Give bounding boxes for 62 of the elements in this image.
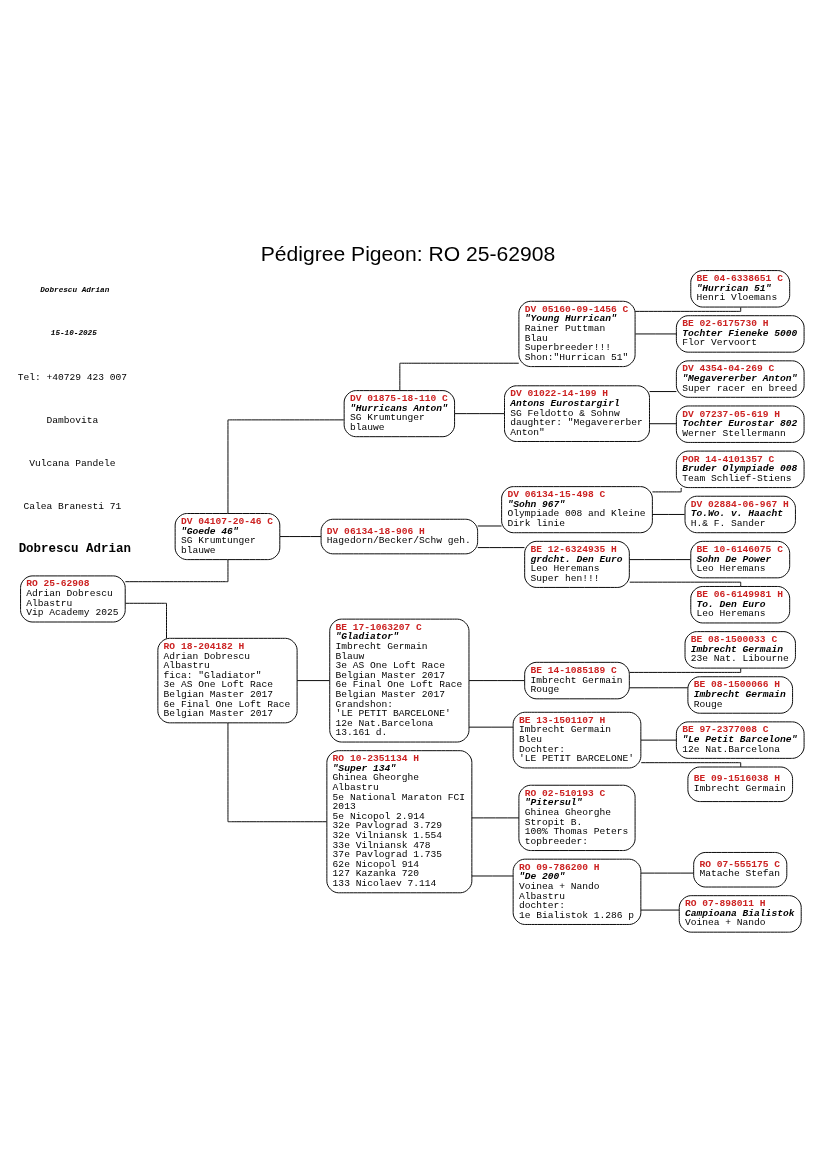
connector xyxy=(477,525,503,527)
node-box: RO 07-555175 C Matache Stefan xyxy=(693,852,788,888)
node-box: DV 4354-04-269 C "Megavererber Anton" Super racer en breed xyxy=(675,360,805,398)
node-box: DV 07237-05-619 H Tochter Eurostar 802 Werner Stellermann xyxy=(675,405,805,443)
node-box: DV 06134-18-906 H Hagedorn/Becker/Schw geh. xyxy=(320,518,479,555)
node-box: RO 10-2351134 H "Super 134" Ghinea Gheorghe Albastru 5e National Maraton FCI 2013 5e Nicopol 2.914 32e Pavlograd 3.729 32e Vilniansk 1.554 33e Vilniansk 478 37e Pavlograd 1.735 62e Nicopol 914 127 Kazanka 720 133 Nicolaev 7.114 xyxy=(326,750,473,894)
node-box: BE 12-6324935 H grdcht. Den Euro Leo Heremans Super hen!!! xyxy=(524,540,630,588)
node-box: RO 09-786200 H "De 200" Voinea + Nando Albastru dochter: 1e Bialistok 1.286 p xyxy=(512,858,642,925)
connector xyxy=(471,817,520,819)
node-box: BE 04-6338651 C "Hurrican 51" Henri Vloemans xyxy=(690,270,791,308)
label: Dobrescu Adrian xyxy=(18,542,131,557)
connector xyxy=(640,762,742,768)
label: Tel: +40729 423 007 xyxy=(17,371,128,383)
connector xyxy=(629,687,689,689)
connector xyxy=(629,668,742,673)
connector xyxy=(477,547,525,549)
connector xyxy=(640,909,680,911)
node-box: BE 17-1063207 C "Gladiator" Imbrecht Germain Blauw 3e AS One Loft Race Belgian Master 2017 6e Final One Loft Race Belgian Master 2017 Grandshon: 'LE PETIT BARCELONE' 12e Nat.Barcelona 13.161 d. xyxy=(329,618,470,743)
connector xyxy=(634,306,742,312)
connector xyxy=(635,333,677,335)
connector xyxy=(124,559,229,583)
node-box: BE 09-1516038 H Imbrecht Germain xyxy=(687,766,794,803)
node-box: POR 14-4101357 C Bruder Olympiade 008 Team Schlief-Stiens xyxy=(675,450,805,489)
node-box: DV 01022-14-199 H Antons Eurostargirl SG Feldotto & Sohnw daughter: "Megavererber Anton" xyxy=(504,385,650,442)
label: Vulcana Pandele xyxy=(29,457,116,469)
connector xyxy=(296,680,331,682)
node-box: RO 07-898011 H Campioana Bialistok Voinea + Nando xyxy=(678,895,802,933)
node-box: BE 02-6175730 H Tochter Fieneke 5000 Flor Vervoort xyxy=(675,315,805,353)
label: Calea Branesti 71 xyxy=(23,501,122,513)
node-box: DV 04107-20-46 C "Goede 46" SG Krumtunger blauwe xyxy=(174,513,281,561)
connector xyxy=(629,559,692,561)
connector xyxy=(468,680,525,682)
node-box: DV 05160-09-1456 C "Young Hurrican" Rainer Puttman Blau Superbreeder!!! Shon:"Hurrican 51" xyxy=(518,300,636,368)
node-box: BE 08-1500066 H Imbrecht Germain Rouge xyxy=(687,676,794,714)
node-box: RO 18-204182 H Adrian Dobrescu Albastru fica: "Gladiator" 3e AS One Loft Race Belgian Master 2017 6e Final One Loft Race Belgian Master 2017 xyxy=(157,637,298,724)
node-box: BE 13-1501107 H Imbrecht Germain Bleu Dochter: 'LE PETIT BARCELONE' xyxy=(512,711,642,769)
connector xyxy=(471,875,514,877)
node-box: BE 14-1085189 C Imbrecht Germain Rouge xyxy=(524,661,630,700)
node-box: BE 10-6146075 C Sohn De Power Leo Heremans xyxy=(690,540,791,579)
connector xyxy=(649,423,677,425)
node-box: RO 02-510193 C "Pitersul" Ghinea Gheorghe Stropit B. 100% Thomas Peters topbreeder: xyxy=(518,784,636,851)
node-box: BE 08-1500033 C Imbrecht Germain 23e Nat. Libourne xyxy=(684,631,796,669)
connector xyxy=(227,722,328,823)
connector xyxy=(468,726,514,728)
connector xyxy=(649,391,677,393)
node-box: DV 06134-15-498 C "Sohn 967" Olympiade 008 and Kleine Dirk linie xyxy=(501,486,653,534)
label: Dambovita xyxy=(46,414,99,426)
connector xyxy=(279,536,322,538)
node-box: DV 01875-18-110 C "Hurricans Anton" SG Krumtunger blauwe xyxy=(343,390,456,438)
node-box: RO 25-62908 Adrian Dobrescu Albastru Vip Academy 2025 xyxy=(20,575,126,623)
connector xyxy=(640,739,677,741)
connector xyxy=(227,419,345,514)
diagram-title: Pédigree Pigeon: RO 25-62908 xyxy=(260,241,556,265)
connector xyxy=(124,602,167,639)
connector xyxy=(651,514,686,515)
connector xyxy=(454,413,505,415)
connector xyxy=(651,487,682,493)
node-box: BE 97-2377008 C "Le Petit Barcelone" 12e Nat.Barcelona xyxy=(675,721,805,759)
connector xyxy=(640,872,694,874)
node-box: DV 02884-06-967 H To.Wo. v. Haacht H.& F. Sander xyxy=(684,495,796,534)
node-box: BE 06-6149981 H To. Den Euro Leo Heremans xyxy=(690,586,791,624)
connector xyxy=(399,362,520,391)
